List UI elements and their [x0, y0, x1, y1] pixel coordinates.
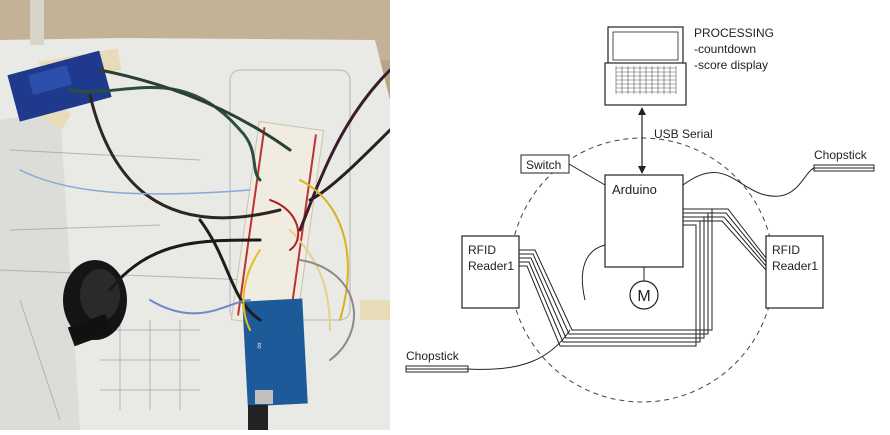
- processing-score-display: -score display: [694, 58, 768, 72]
- rfid-right-line2: Reader1: [772, 259, 818, 273]
- system-diagram: PROCESSING -countdown -score display USB…: [400, 0, 890, 430]
- switch-label: Switch: [526, 158, 561, 172]
- chopstick-bottom: [405, 329, 571, 373]
- usb-serial-arrow: [638, 107, 646, 174]
- rfid-left-line1: RFID: [468, 243, 496, 257]
- system-diagram-drawing: PROCESSING -countdown -score display USB…: [405, 26, 875, 403]
- motor-label: M: [637, 288, 650, 305]
- chopstick-top: [682, 164, 875, 197]
- svg-text:∞: ∞: [254, 342, 265, 349]
- rfid-reader-right-box: [765, 235, 824, 309]
- arduino-label: Arduino: [612, 182, 657, 197]
- motor-icon: [629, 280, 659, 310]
- rfid-reader-left-box: [461, 235, 520, 309]
- prototype-photo-drawing: ∞: [0, 0, 390, 430]
- chopstick-top-label: Chopstick: [814, 148, 868, 162]
- processing-countdown: -countdown: [694, 42, 756, 56]
- chopstick-bottom-label: Chopstick: [406, 349, 460, 363]
- arduino-box: [604, 174, 684, 268]
- wires-to-right-rfid: [683, 208, 767, 271]
- prototype-photo: ∞: [0, 0, 390, 430]
- processing-title: PROCESSING: [694, 26, 774, 40]
- wires-to-left-rfid: [519, 208, 713, 347]
- rfid-right-line1: RFID: [772, 243, 800, 257]
- usb-serial-label: USB Serial: [654, 127, 713, 141]
- rfid-left-line2: Reader1: [468, 259, 514, 273]
- laptop-icon: [604, 26, 687, 106]
